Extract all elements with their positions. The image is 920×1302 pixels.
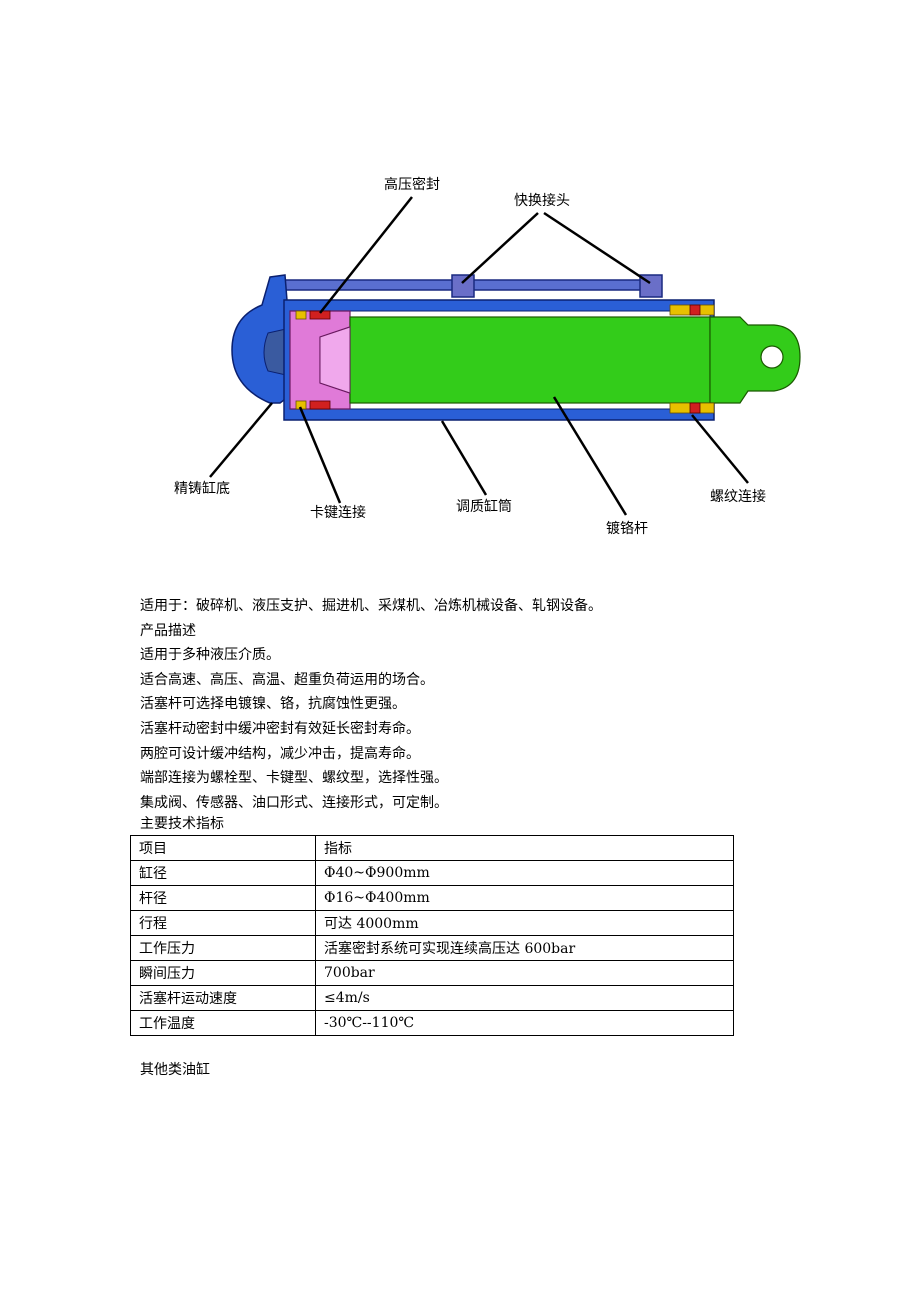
spec-table: 项目 指标 缸径 Φ40~Φ900mm 杆径 Φ16~Φ400mm 行程 可达 …	[130, 835, 734, 1036]
row-value: 可达 4000mm	[315, 910, 734, 936]
row-value: -30℃--110℃	[315, 1010, 734, 1036]
description-item: 适用于多种液压介质。	[140, 647, 280, 664]
label-high-pressure-seal: 高压密封	[384, 176, 440, 193]
row-value: Φ16~Φ400mm	[315, 885, 734, 911]
table-row: 工作压力 活塞密封系统可实现连续高压达 600bar	[130, 935, 734, 961]
description-item: 两腔可设计缓冲结构，减少冲击，提高寿命。	[140, 745, 420, 762]
description-item: 活塞杆动密封中缓冲密封有效延长密封寿命。	[140, 720, 420, 737]
rod-cone	[319, 326, 351, 394]
spec-title: 主要技术指标	[140, 816, 224, 832]
description-item: 活塞杆可选择电镀镍、铬，抗腐蚀性更强。	[140, 696, 406, 713]
row-label: 活塞杆运动速度	[130, 985, 316, 1011]
description-item: 端部连接为螺栓型、卡键型、螺纹型，选择性强。	[140, 770, 448, 787]
description-item: 集成阀、传感器、油口形式、连接形式，可定制。	[140, 794, 448, 811]
leader-quick-connector-left	[461, 212, 539, 284]
table-row: 缸径 Φ40~Φ900mm	[130, 860, 734, 886]
label-chrome-rod: 镀铬杆	[606, 520, 648, 537]
label-cast-base: 精铸缸底	[174, 480, 230, 497]
row-label: 工作温度	[130, 1010, 316, 1036]
base-boss	[263, 328, 287, 376]
description-heading: 产品描述	[140, 622, 196, 639]
row-value: Φ40~Φ900mm	[315, 860, 734, 886]
label-tempered-barrel: 调质缸筒	[456, 498, 512, 515]
table-header-row: 项目 指标	[130, 835, 734, 861]
row-label: 缸径	[130, 860, 316, 886]
label-quick-connector: 快换接头	[514, 192, 570, 209]
leader-tempered-barrel	[440, 420, 488, 496]
row-label: 工作压力	[130, 935, 316, 961]
piston-seal-yellow-top	[295, 310, 307, 320]
rod-eye	[709, 316, 801, 404]
row-label: 瞬间压力	[130, 960, 316, 986]
label-key-connection: 卡键连接	[310, 504, 366, 521]
leader-high-pressure-seal	[319, 196, 413, 314]
table-row: 瞬间压力 700bar	[130, 960, 734, 986]
header-cell: 指标	[315, 835, 734, 861]
gland-seal-top-red	[689, 304, 701, 316]
table-row: 行程 可达 4000mm	[130, 910, 734, 936]
row-label: 行程	[130, 910, 316, 936]
row-value: 活塞密封系统可实现连续高压达 600bar	[315, 935, 734, 961]
leader-key-connection	[298, 406, 342, 504]
rod-eye-hole	[760, 345, 784, 369]
row-value: 700bar	[315, 960, 734, 986]
gland-seal-bottom-red	[689, 402, 701, 414]
leader-quick-connector-right	[543, 211, 651, 285]
quick-connector-left	[451, 274, 475, 298]
table-row: 杆径 Φ16~Φ400mm	[130, 885, 734, 911]
product-text: 适用于：破碎机、液压支护、掘进机、采煤机、冶炼机械设备、轧钢设备。 产品描述 适…	[140, 594, 760, 815]
other-cylinders-title: 其他类油缸	[140, 1062, 210, 1078]
leader-cast-base	[209, 402, 273, 478]
row-value: ≤4m/s	[315, 985, 734, 1011]
description-item: 适合高速、高压、高温、超重负荷运用的场合。	[140, 671, 434, 688]
leader-chrome-rod	[552, 396, 628, 516]
application-line: 适用于：破碎机、液压支护、掘进机、采煤机、冶炼机械设备、轧钢设备。	[140, 598, 602, 614]
cylinder-svg: 高压密封 快换接头 精铸缸底 卡键连接 调质缸筒 镀铬杆 螺纹连接	[174, 176, 801, 537]
header-cell: 项目	[130, 835, 316, 861]
hydraulic-cylinder-diagram: 高压密封 快换接头 精铸缸底 卡键连接 调质缸筒 镀铬杆 螺纹连接	[160, 165, 820, 545]
label-thread-connection: 螺纹连接	[710, 488, 766, 505]
row-label: 杆径	[130, 885, 316, 911]
table-row: 活塞杆运动速度 ≤4m/s	[130, 985, 734, 1011]
leader-thread-connection	[691, 414, 749, 484]
chrome-rod	[349, 316, 711, 404]
table-row: 工作温度 -30℃--110℃	[130, 1010, 734, 1036]
high-pressure-seal-bottom	[309, 400, 331, 410]
